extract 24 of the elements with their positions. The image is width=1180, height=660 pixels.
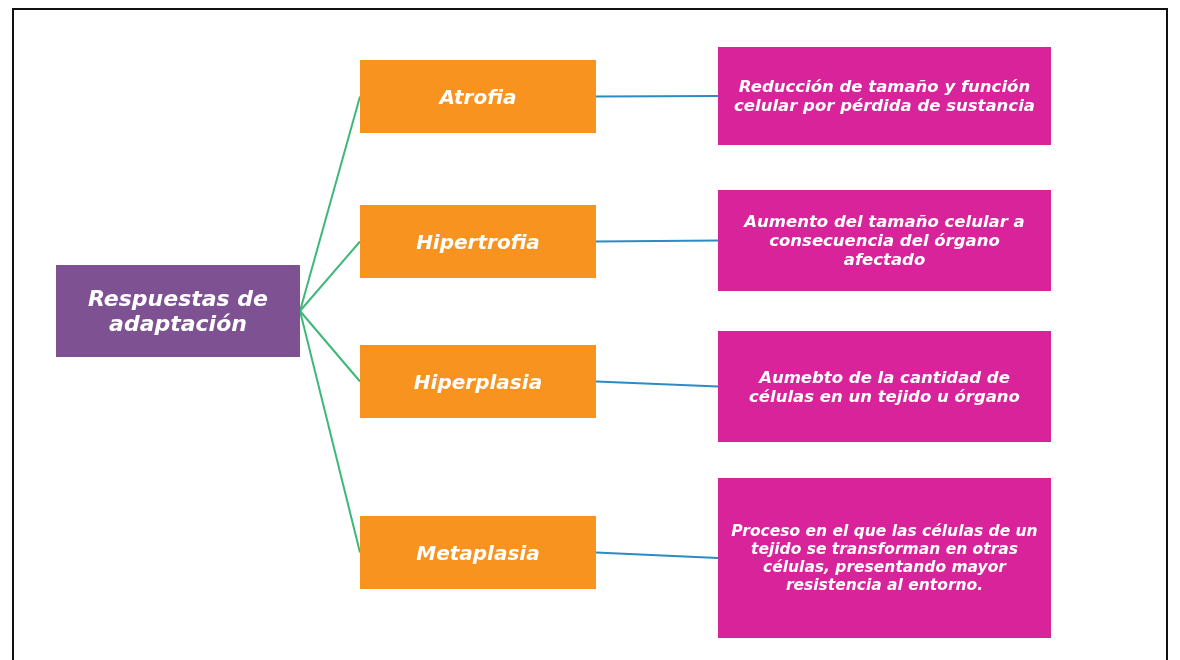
connector-line bbox=[595, 239, 719, 243]
description-text: Aumebto de la cantidad de células en un tejido u órgano bbox=[748, 367, 1021, 406]
category-box bbox=[360, 516, 596, 589]
connector-line bbox=[595, 95, 719, 98]
category-box bbox=[360, 205, 596, 278]
node-label: Respuestas de adaptación bbox=[86, 286, 270, 336]
connector-line bbox=[299, 240, 361, 312]
topic-box bbox=[56, 265, 300, 357]
description-text: Proceso en el que las células de un tejido se transforman en otras células, presentando mayor resistencia al entorno. bbox=[730, 522, 1039, 594]
node-label: Atrofia bbox=[439, 84, 517, 109]
connector-line bbox=[595, 551, 719, 559]
node-label: Hiperplasia bbox=[413, 369, 543, 394]
node-label: Hipertrofia bbox=[416, 229, 540, 254]
connector-line bbox=[595, 380, 719, 388]
description-text: Reducción de tamaño y función celular por pérdida de sustancia bbox=[733, 77, 1036, 115]
connector-line bbox=[299, 310, 361, 383]
description-box bbox=[718, 47, 1051, 145]
description-text: Aumento del tamaño celular a consecuencia del órgano afectado bbox=[742, 212, 1026, 269]
category-box bbox=[360, 345, 596, 418]
description-box bbox=[718, 190, 1051, 291]
description-box bbox=[718, 478, 1051, 638]
description-box bbox=[718, 331, 1051, 442]
node-label: Metaplasia bbox=[416, 540, 540, 565]
category-box bbox=[360, 60, 596, 133]
